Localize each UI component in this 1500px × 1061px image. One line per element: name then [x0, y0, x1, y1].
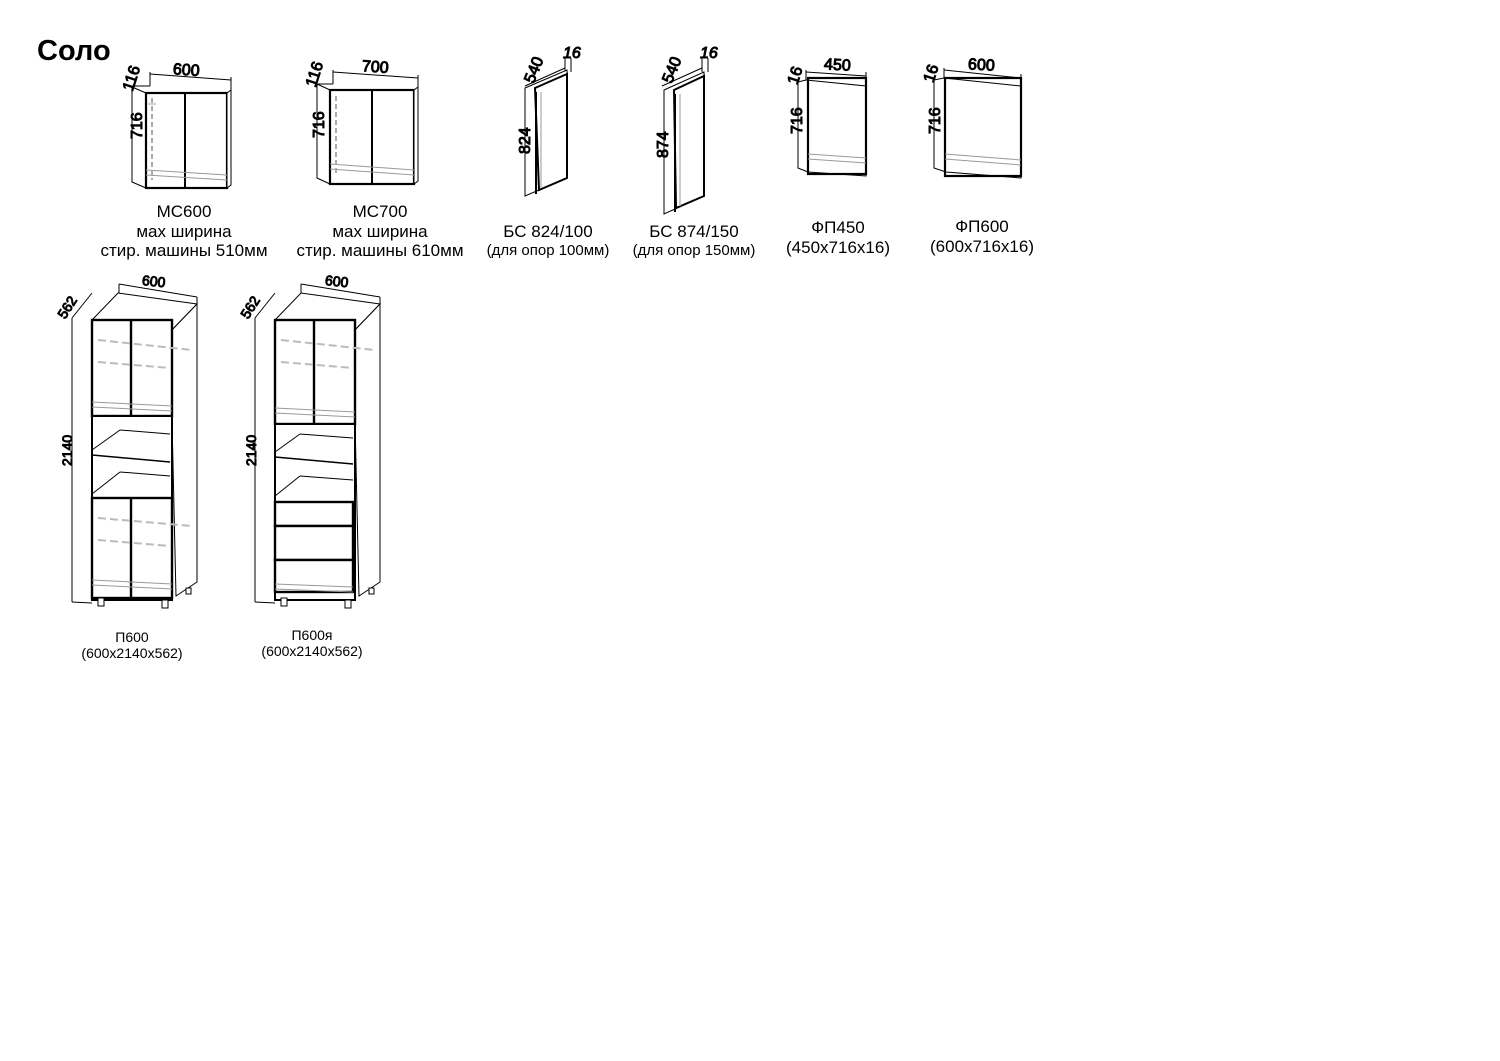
bs874-caption: БС 874/150 (для опор 150мм) [614, 222, 774, 259]
fp450-drawing [797, 70, 868, 177]
fp600-caption: ФП600 (600х716х16) [912, 217, 1052, 256]
mc600-line2: мах ширина [136, 221, 232, 241]
mc600-height-dim: 716 [129, 112, 146, 139]
page-title: Соло [37, 35, 111, 67]
bs824-name: БС 824/100 [503, 222, 593, 241]
p600-height-dim: 2140 [59, 435, 75, 466]
bs824-thickness-dim: 16 [563, 45, 581, 62]
mc600-name: МС600 [156, 202, 212, 221]
fp600-thickness-dim: 16 [921, 62, 943, 84]
p600ya-line2: (600х2140х562) [261, 643, 363, 660]
bs874-name: БС 874/150 [649, 222, 739, 241]
p600-width-dim: 600 [141, 272, 166, 290]
fp450-name: ФП450 [811, 218, 865, 237]
p600ya-depth-dim: 562 [237, 293, 263, 321]
fp450-line2: (450х716х16) [786, 237, 890, 257]
fp450-height-dim: 716 [789, 107, 806, 134]
mc700-line2: мах ширина [332, 221, 428, 241]
mc600-width-dim: 600 [172, 61, 200, 80]
mc700-height-dim: 716 [311, 111, 328, 138]
mc700-depth-dim: 116 [303, 60, 327, 90]
bs824-caption: БС 824/100 (для опор 100мм) [468, 222, 628, 259]
p600ya-width-dim: 600 [324, 272, 349, 290]
mc600-caption: МС600 мах ширина стир. машины 510мм [70, 202, 298, 261]
fp600-height-dim: 716 [927, 107, 944, 134]
mc600-depth-dim: 116 [120, 64, 144, 94]
p600ya-name: П600я [291, 627, 333, 643]
mc600-line3: стир. машины 510мм [100, 241, 268, 261]
fp600-name: ФП600 [955, 217, 1009, 236]
bs874-depth-dim: 540 [660, 55, 686, 86]
bs824-line2: (для опор 100мм) [486, 241, 610, 259]
p600-depth-dim: 562 [54, 293, 80, 321]
mc700-line3: стир. машины 610мм [296, 241, 464, 261]
p600ya-height-dim: 2140 [243, 435, 259, 466]
p600-drawing [71, 283, 199, 609]
fp600-drawing [933, 68, 1023, 179]
fp450-width-dim: 450 [824, 56, 852, 74]
bs874-line2: (для опор 150мм) [632, 241, 756, 259]
bs874-drawing [661, 58, 709, 215]
mc700-name: МС700 [352, 202, 408, 221]
fp450-thickness-dim: 16 [785, 64, 807, 86]
fp600-width-dim: 600 [968, 56, 996, 74]
fp450-caption: ФП450 (450х716х16) [768, 218, 908, 257]
p600-caption: П600 (600х2140х562) [62, 629, 202, 661]
mc700-drawing [316, 70, 419, 186]
mc700-width-dim: 700 [361, 58, 389, 77]
mc600-drawing [131, 72, 232, 190]
bs824-drawing [524, 58, 572, 197]
p600ya-caption: П600я (600х2140х562) [242, 627, 382, 659]
fp600-line2: (600х716х16) [930, 236, 1034, 256]
bs824-height-dim: 824 [517, 127, 534, 154]
p600ya-drawing [254, 283, 382, 609]
bs874-height-dim: 874 [655, 131, 672, 158]
p600-line2: (600х2140х562) [81, 645, 183, 662]
mc700-caption: МС700 мах ширина стир. машины 610мм [266, 202, 494, 261]
p600-name: П600 [115, 629, 149, 645]
bs874-thickness-dim: 16 [700, 45, 718, 62]
